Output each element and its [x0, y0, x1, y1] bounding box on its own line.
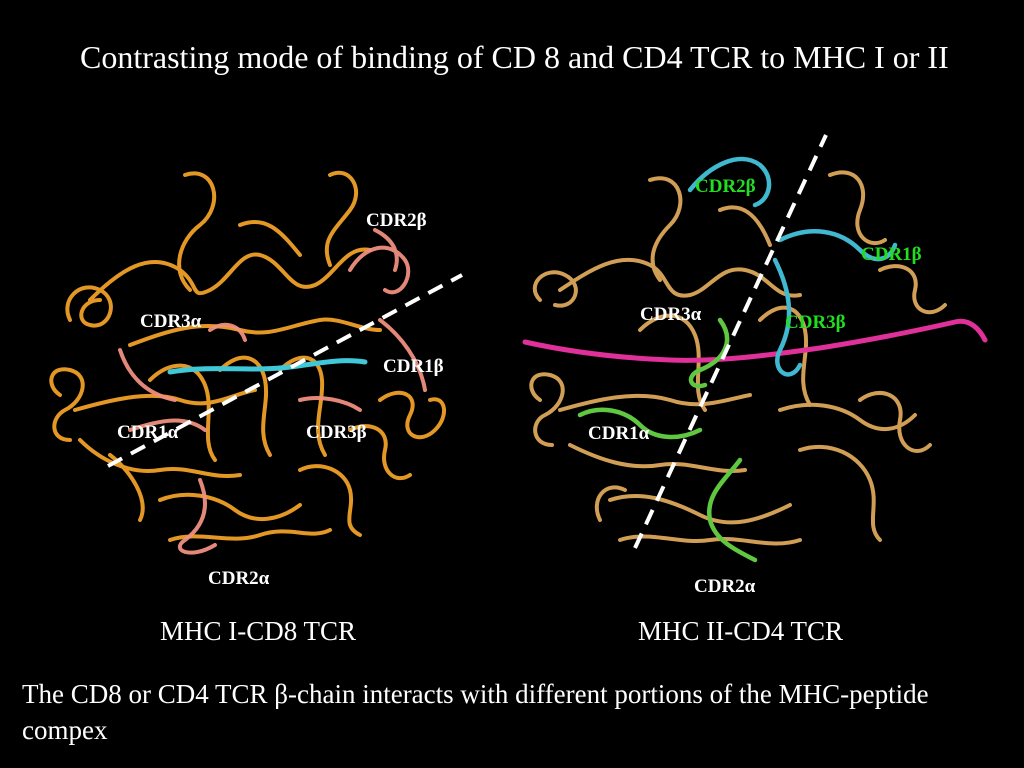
right-label-cdr2b: CDR2β [695, 176, 756, 197]
left-label-cdr2a: CDR2α [208, 568, 270, 589]
left-mhc-backbone [49, 170, 446, 542]
left-label-cdr1b: CDR1β [383, 356, 444, 377]
left-cdr-loops [118, 228, 427, 555]
right-binding-axis [633, 134, 828, 549]
right-label-cdr3a: CDR3α [640, 304, 702, 325]
right-label-cdr1b: CDR1β [861, 244, 922, 265]
right-label-cdr1a: CDR1α [588, 423, 650, 444]
left-binding-axis [107, 273, 463, 468]
left-peptide [167, 358, 368, 375]
left-label-cdr3a: CDR3α [140, 311, 202, 332]
right-panel-caption: MHC II-CD4 TCR [638, 616, 844, 646]
slide-note: The CD8 or CD4 TCR β-chain interacts wit… [22, 679, 929, 745]
left-label-cdr2b: CDR2β [366, 210, 427, 231]
left-label-cdr3b: CDR3β [306, 422, 367, 443]
right-cdr-alpha-loops [577, 317, 758, 563]
left-label-cdr1a: CDR1α [117, 422, 179, 443]
right-peptide [522, 318, 988, 363]
left-panel-caption: MHC I-CD8 TCR [160, 616, 357, 646]
right-cdr-beta-loops [687, 156, 898, 377]
right-label-cdr3b: CDR3β [785, 312, 846, 333]
right-label-cdr2a: CDR2α [694, 576, 756, 597]
slide-title: Contrasting mode of binding of CD 8 and … [80, 39, 949, 75]
